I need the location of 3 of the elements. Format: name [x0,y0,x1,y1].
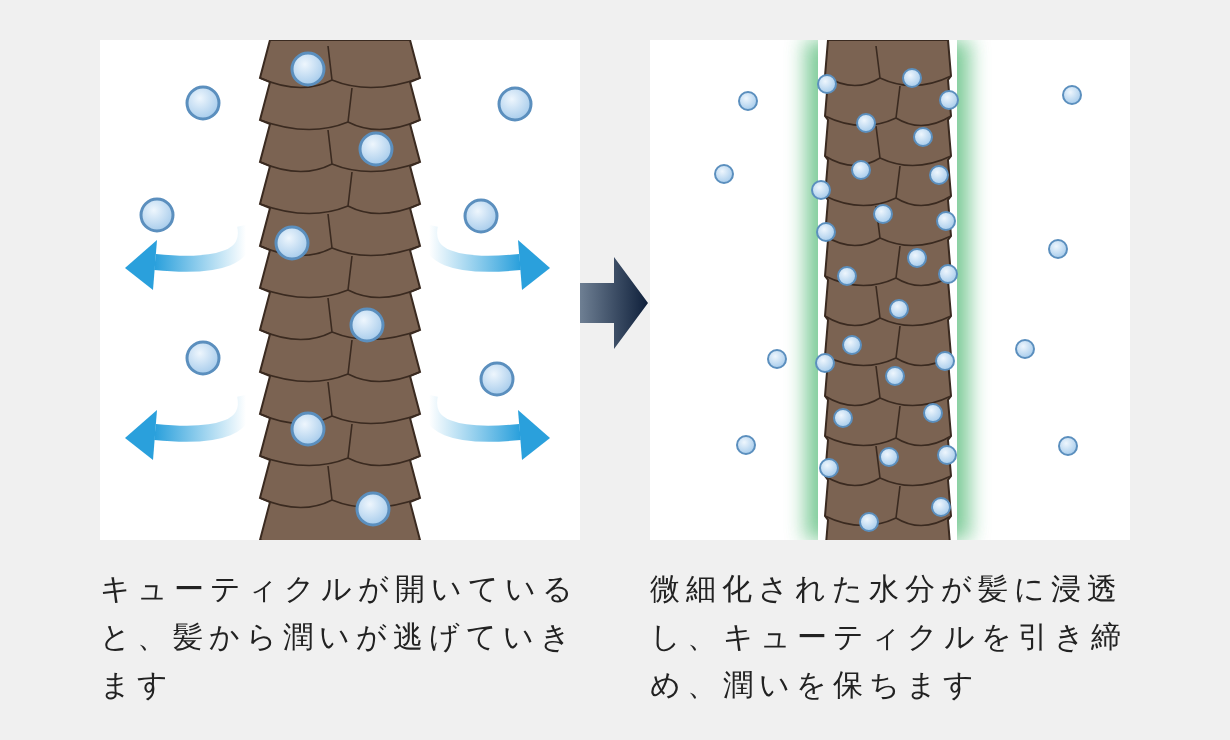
arrow [580,257,648,349]
caption-text: 微細化された水分が髪に浸透し、キューティクルを引き締め、潤いを保ちます [650,570,1128,704]
caption-text: キューティクルが開いていると、髪から潤いが逃げていきます [100,570,580,704]
